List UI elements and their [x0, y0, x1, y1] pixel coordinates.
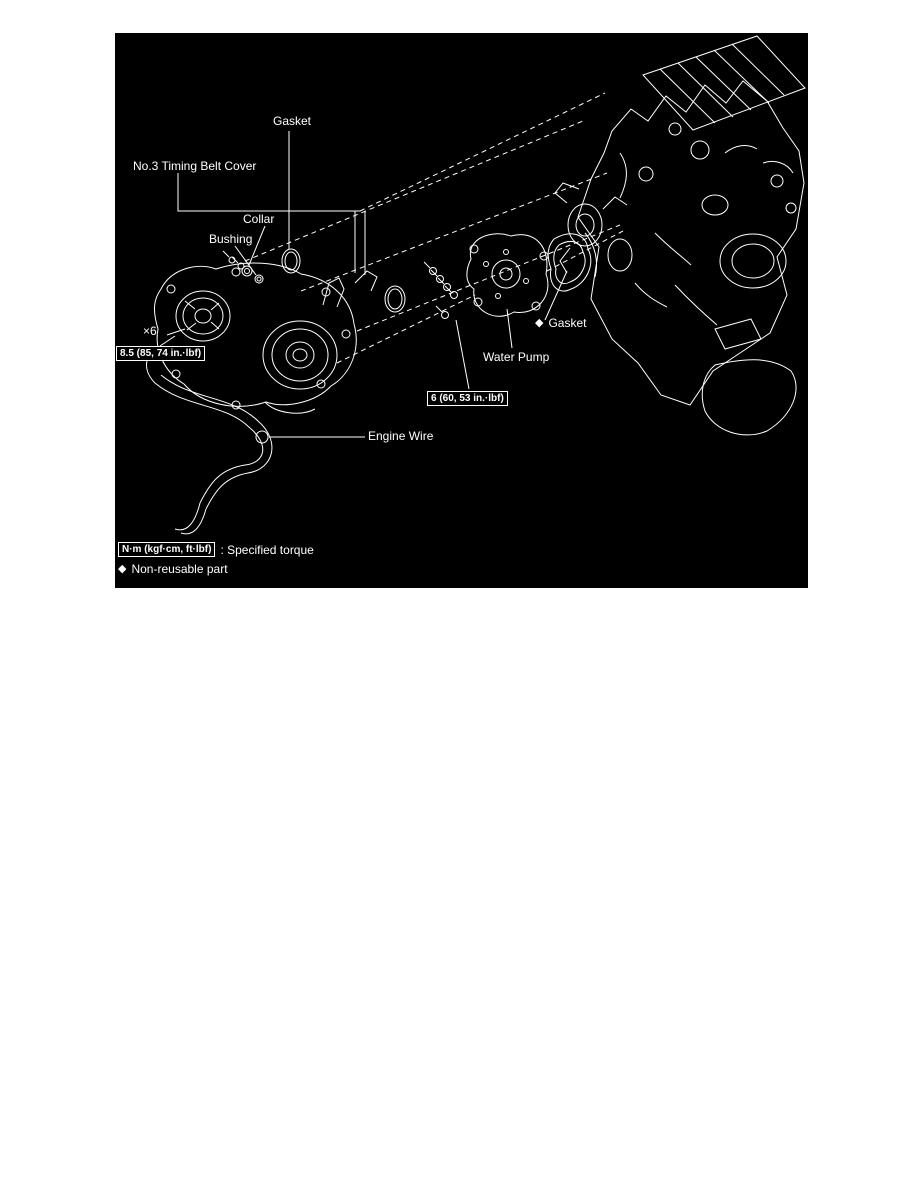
leader-lines	[160, 131, 567, 437]
exploded-view-diagram: Gasket No.3 Timing Belt Cover Collar Bus…	[115, 33, 808, 588]
legend-non-reusable: ◆ Non-reusable part	[118, 562, 228, 576]
label-bushing: Bushing	[209, 232, 253, 246]
engine-wire-art	[146, 361, 271, 534]
diamond-icon: ◆	[535, 317, 544, 329]
label-collar: Collar	[243, 212, 275, 226]
diamond-icon: ◆	[118, 563, 127, 575]
legend-torque-desc: : Specified torque	[220, 542, 314, 557]
legend-torque: N·m (kgf·cm, ft·lbf) : Specified torque	[118, 542, 314, 557]
legend-non-reusable-text: Non-reusable part	[131, 562, 228, 576]
label-bolt-count: ×6	[143, 324, 157, 338]
torque-spec-pump: 6 (60, 53 in.·lbf)	[427, 391, 508, 406]
torque-spec-cover: 8.5 (85, 74 in.·lbf)	[116, 346, 206, 361]
assembly-dashed-lines	[245, 93, 623, 363]
legend-torque-box: N·m (kgf·cm, ft·lbf)	[118, 542, 216, 557]
water-pump-art	[424, 234, 591, 319]
label-timing-belt-cover: No.3 Timing Belt Cover	[133, 159, 257, 173]
diagram-art	[115, 33, 808, 588]
label-water-pump: Water Pump	[483, 350, 550, 364]
small-parts-art	[223, 249, 405, 312]
label-gasket-pump-text: Gasket	[548, 316, 587, 330]
label-gasket-pump: ◆ Gasket	[535, 316, 586, 330]
label-gasket-top: Gasket	[273, 114, 312, 128]
label-engine-wire: Engine Wire	[368, 429, 434, 443]
engine-block-art	[555, 36, 805, 435]
timing-belt-cover-art	[154, 263, 356, 413]
